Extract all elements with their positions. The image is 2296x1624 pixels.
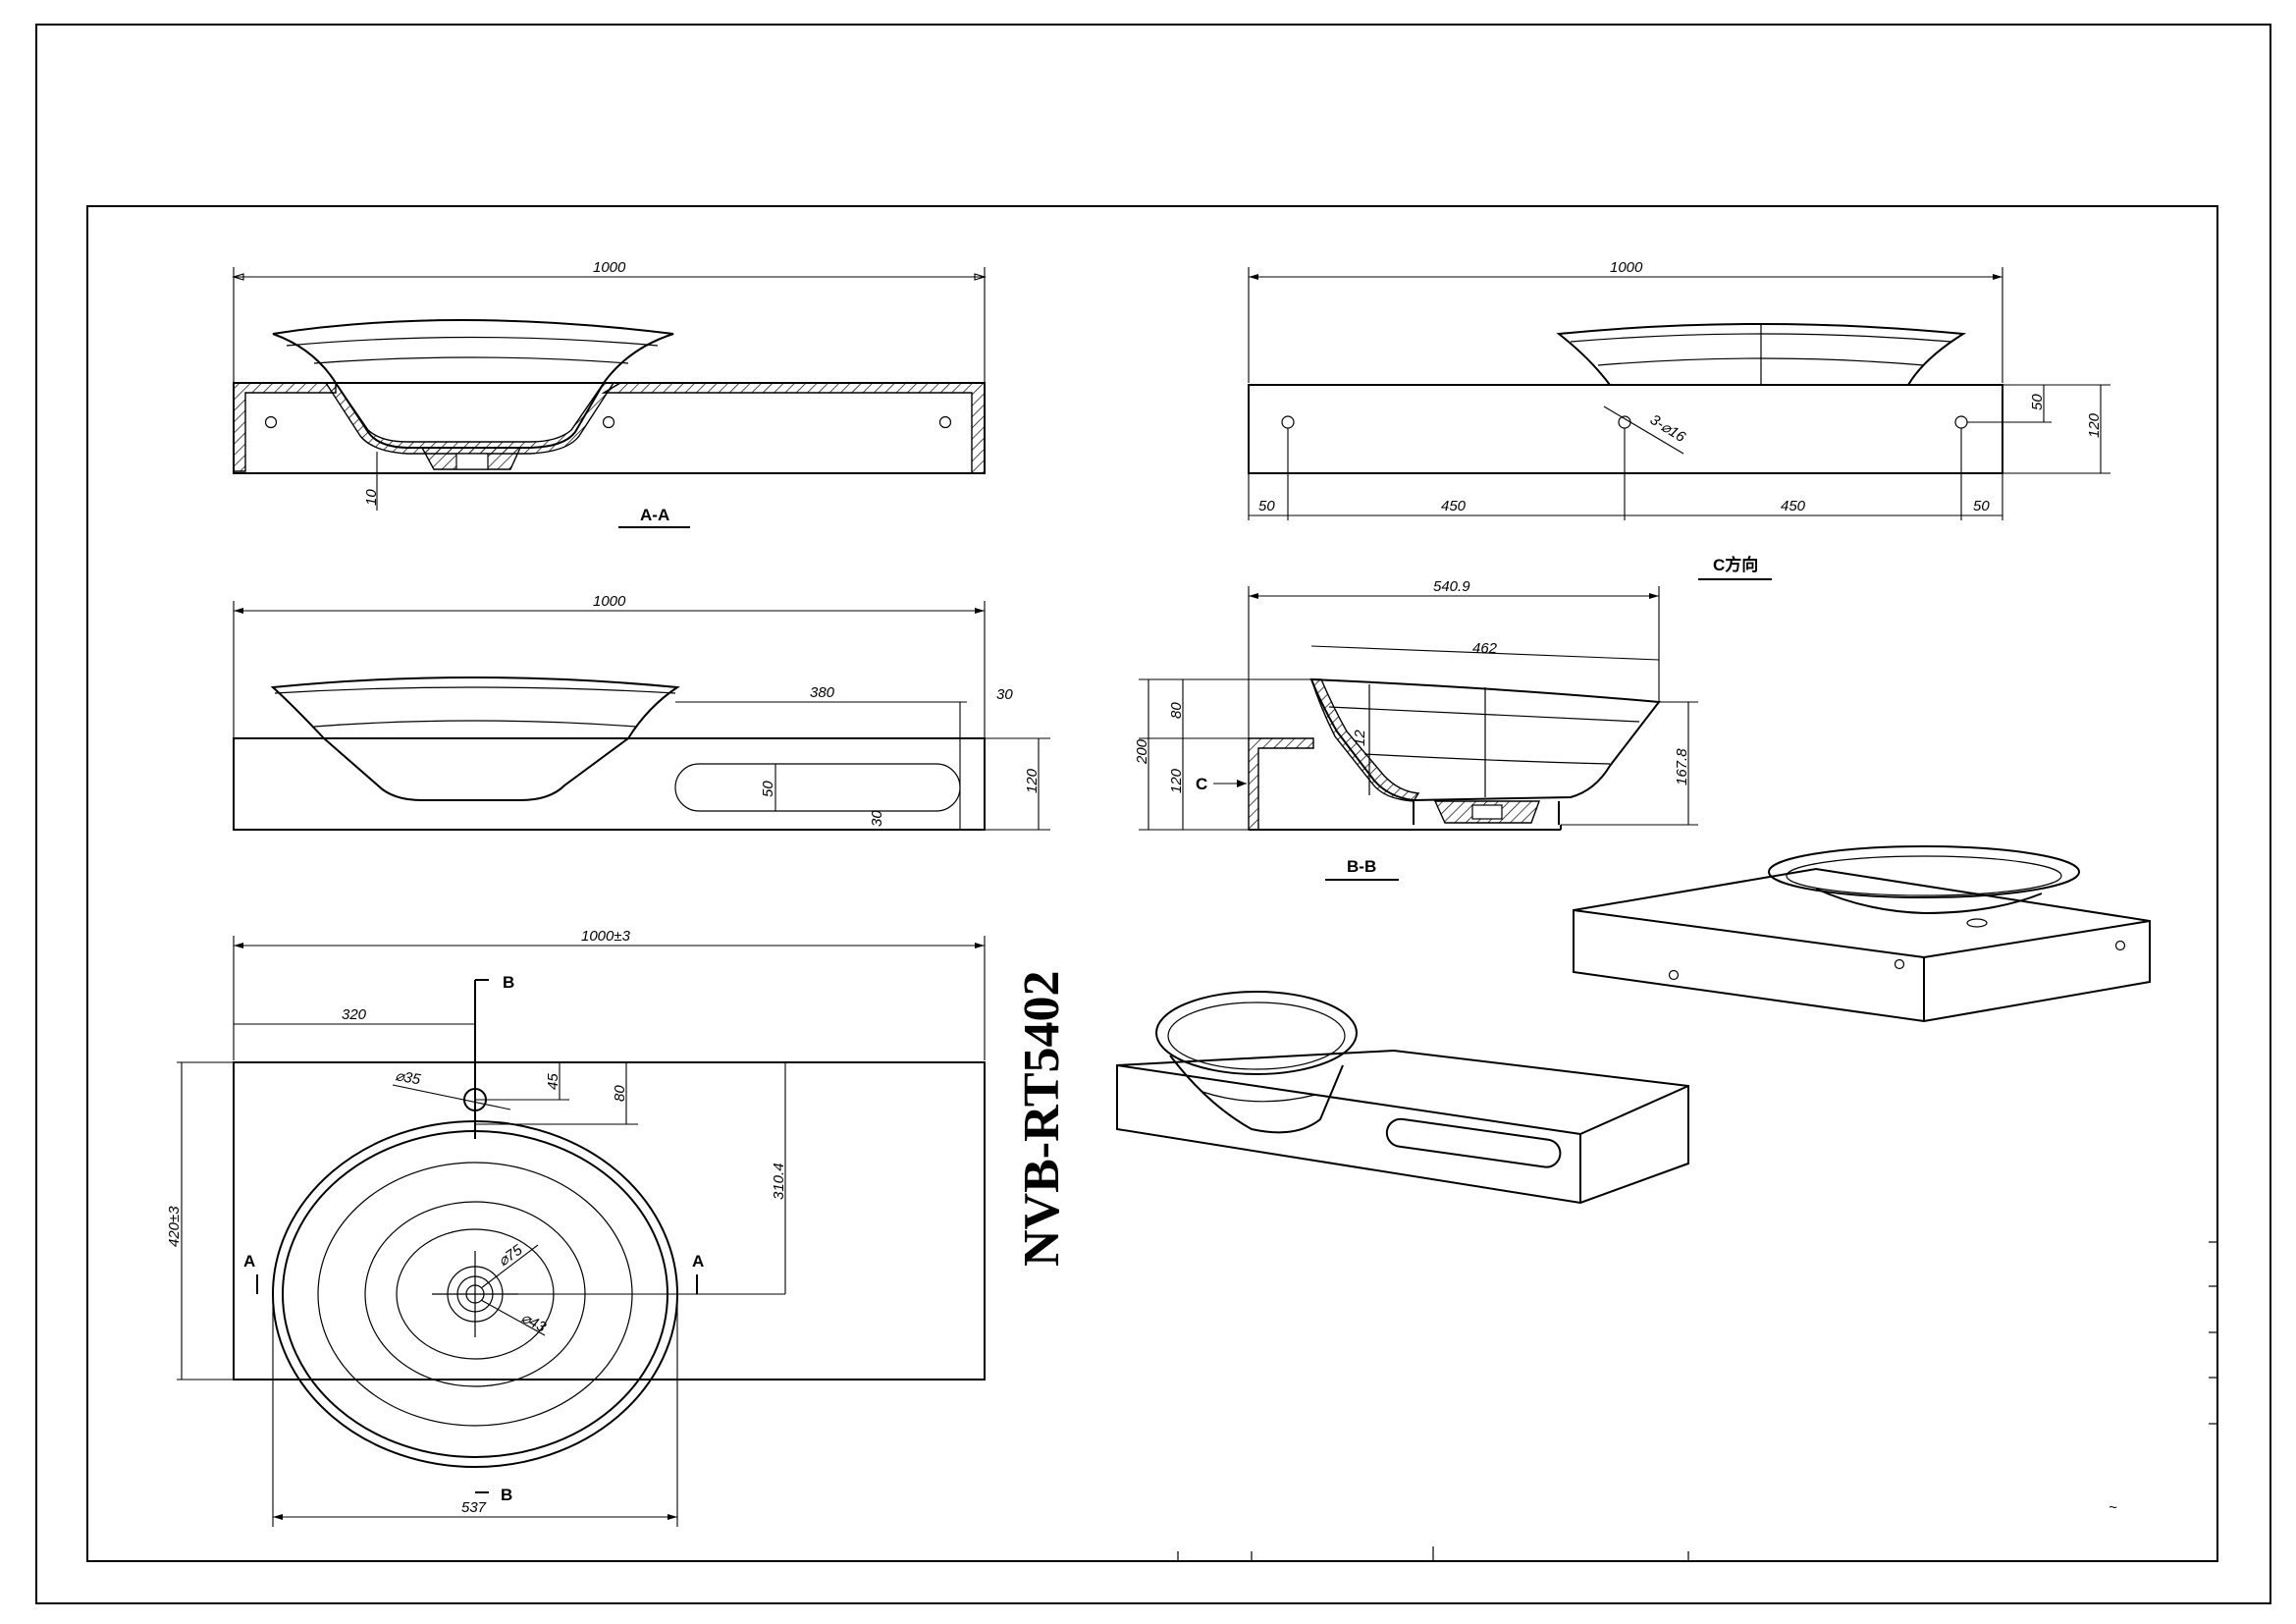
c-hole-spec: 3-⌀16 xyxy=(1647,411,1689,446)
plan-section-b-top: B xyxy=(503,973,514,992)
bb-section-title: B-B xyxy=(1347,857,1376,876)
front-height: 120 xyxy=(1024,768,1041,793)
frame-tick-marks xyxy=(1177,1241,2217,1561)
section-aa-view: 1000 10 A-A xyxy=(232,259,987,528)
front-slot-bottom: 30 xyxy=(869,810,885,827)
aa-width-label: 1000 xyxy=(593,259,626,276)
front-slot-length: 380 xyxy=(810,684,835,701)
bb-panel-height: 120 xyxy=(1168,768,1185,793)
view-c-elevation: 1000 50 450 450 50 3-⌀16 50 120 C方向 xyxy=(1248,259,2110,580)
plan-section-b-bottom: B xyxy=(501,1486,512,1504)
c-span-right: 450 xyxy=(1781,498,1806,514)
c-right-margin: 50 xyxy=(1973,498,1990,514)
plan-drain-outer: ⌀75 xyxy=(496,1241,526,1270)
bb-bowl-height: 167.8 xyxy=(1674,748,1690,785)
bb-total-height: 200 xyxy=(1134,738,1150,765)
outer-frame xyxy=(35,24,2271,1604)
plan-drain-inner: ⌀43 xyxy=(518,1310,549,1336)
section-bb-view: 540.9 462 200 80 120 167.8 12 C B xyxy=(1134,578,1698,881)
c-view-title: C方向 xyxy=(1713,555,1758,574)
plan-section-a-right: A xyxy=(692,1252,704,1271)
front-slot-height: 50 xyxy=(760,781,776,797)
bb-top-width: 540.9 xyxy=(1433,578,1470,595)
bb-view-marker: C xyxy=(1196,775,1207,793)
plan-offset-x: 320 xyxy=(342,1006,367,1023)
corner-mark: ~ xyxy=(2109,1499,2117,1516)
front-slot-top: 30 xyxy=(996,686,1013,703)
bb-bowl-top: 80 xyxy=(1168,702,1185,719)
c-height: 120 xyxy=(2086,412,2103,438)
aa-section-title: A-A xyxy=(640,506,669,524)
inner-frame xyxy=(86,205,2218,1562)
front-width-label: 1000 xyxy=(593,593,626,610)
plan-faucet-y: 45 xyxy=(545,1073,561,1090)
plan-faucet-dia: ⌀35 xyxy=(394,1067,422,1088)
bb-rim-width: 462 xyxy=(1472,640,1498,657)
plan-view: 1000±3 320 B ⌀35 45 80 310.4 ⌀75 ⌀43 xyxy=(166,928,986,1527)
plan-width-label: 1000±3 xyxy=(581,928,631,945)
c-left-margin: 50 xyxy=(1258,498,1275,514)
front-view: 1000 380 30 50 30 120 xyxy=(233,593,1050,831)
plan-section-a-left: A xyxy=(243,1252,255,1271)
isometric-front-render xyxy=(1116,991,1689,1205)
bb-wall: 12 xyxy=(1352,730,1368,746)
plan-depth: 420±3 xyxy=(166,1206,183,1247)
plan-faucet-depth: 80 xyxy=(612,1085,628,1102)
c-hole-height: 50 xyxy=(2029,394,2046,410)
plan-center-depth: 310.4 xyxy=(771,1163,787,1200)
model-number: NVB-RT5402 xyxy=(1014,970,1070,1267)
plan-bowl-width: 537 xyxy=(461,1499,487,1516)
isometric-back-render xyxy=(1573,845,2151,1023)
c-span-left: 450 xyxy=(1441,498,1467,514)
aa-depth-label: 10 xyxy=(363,489,380,506)
c-width-label: 1000 xyxy=(1610,259,1643,276)
